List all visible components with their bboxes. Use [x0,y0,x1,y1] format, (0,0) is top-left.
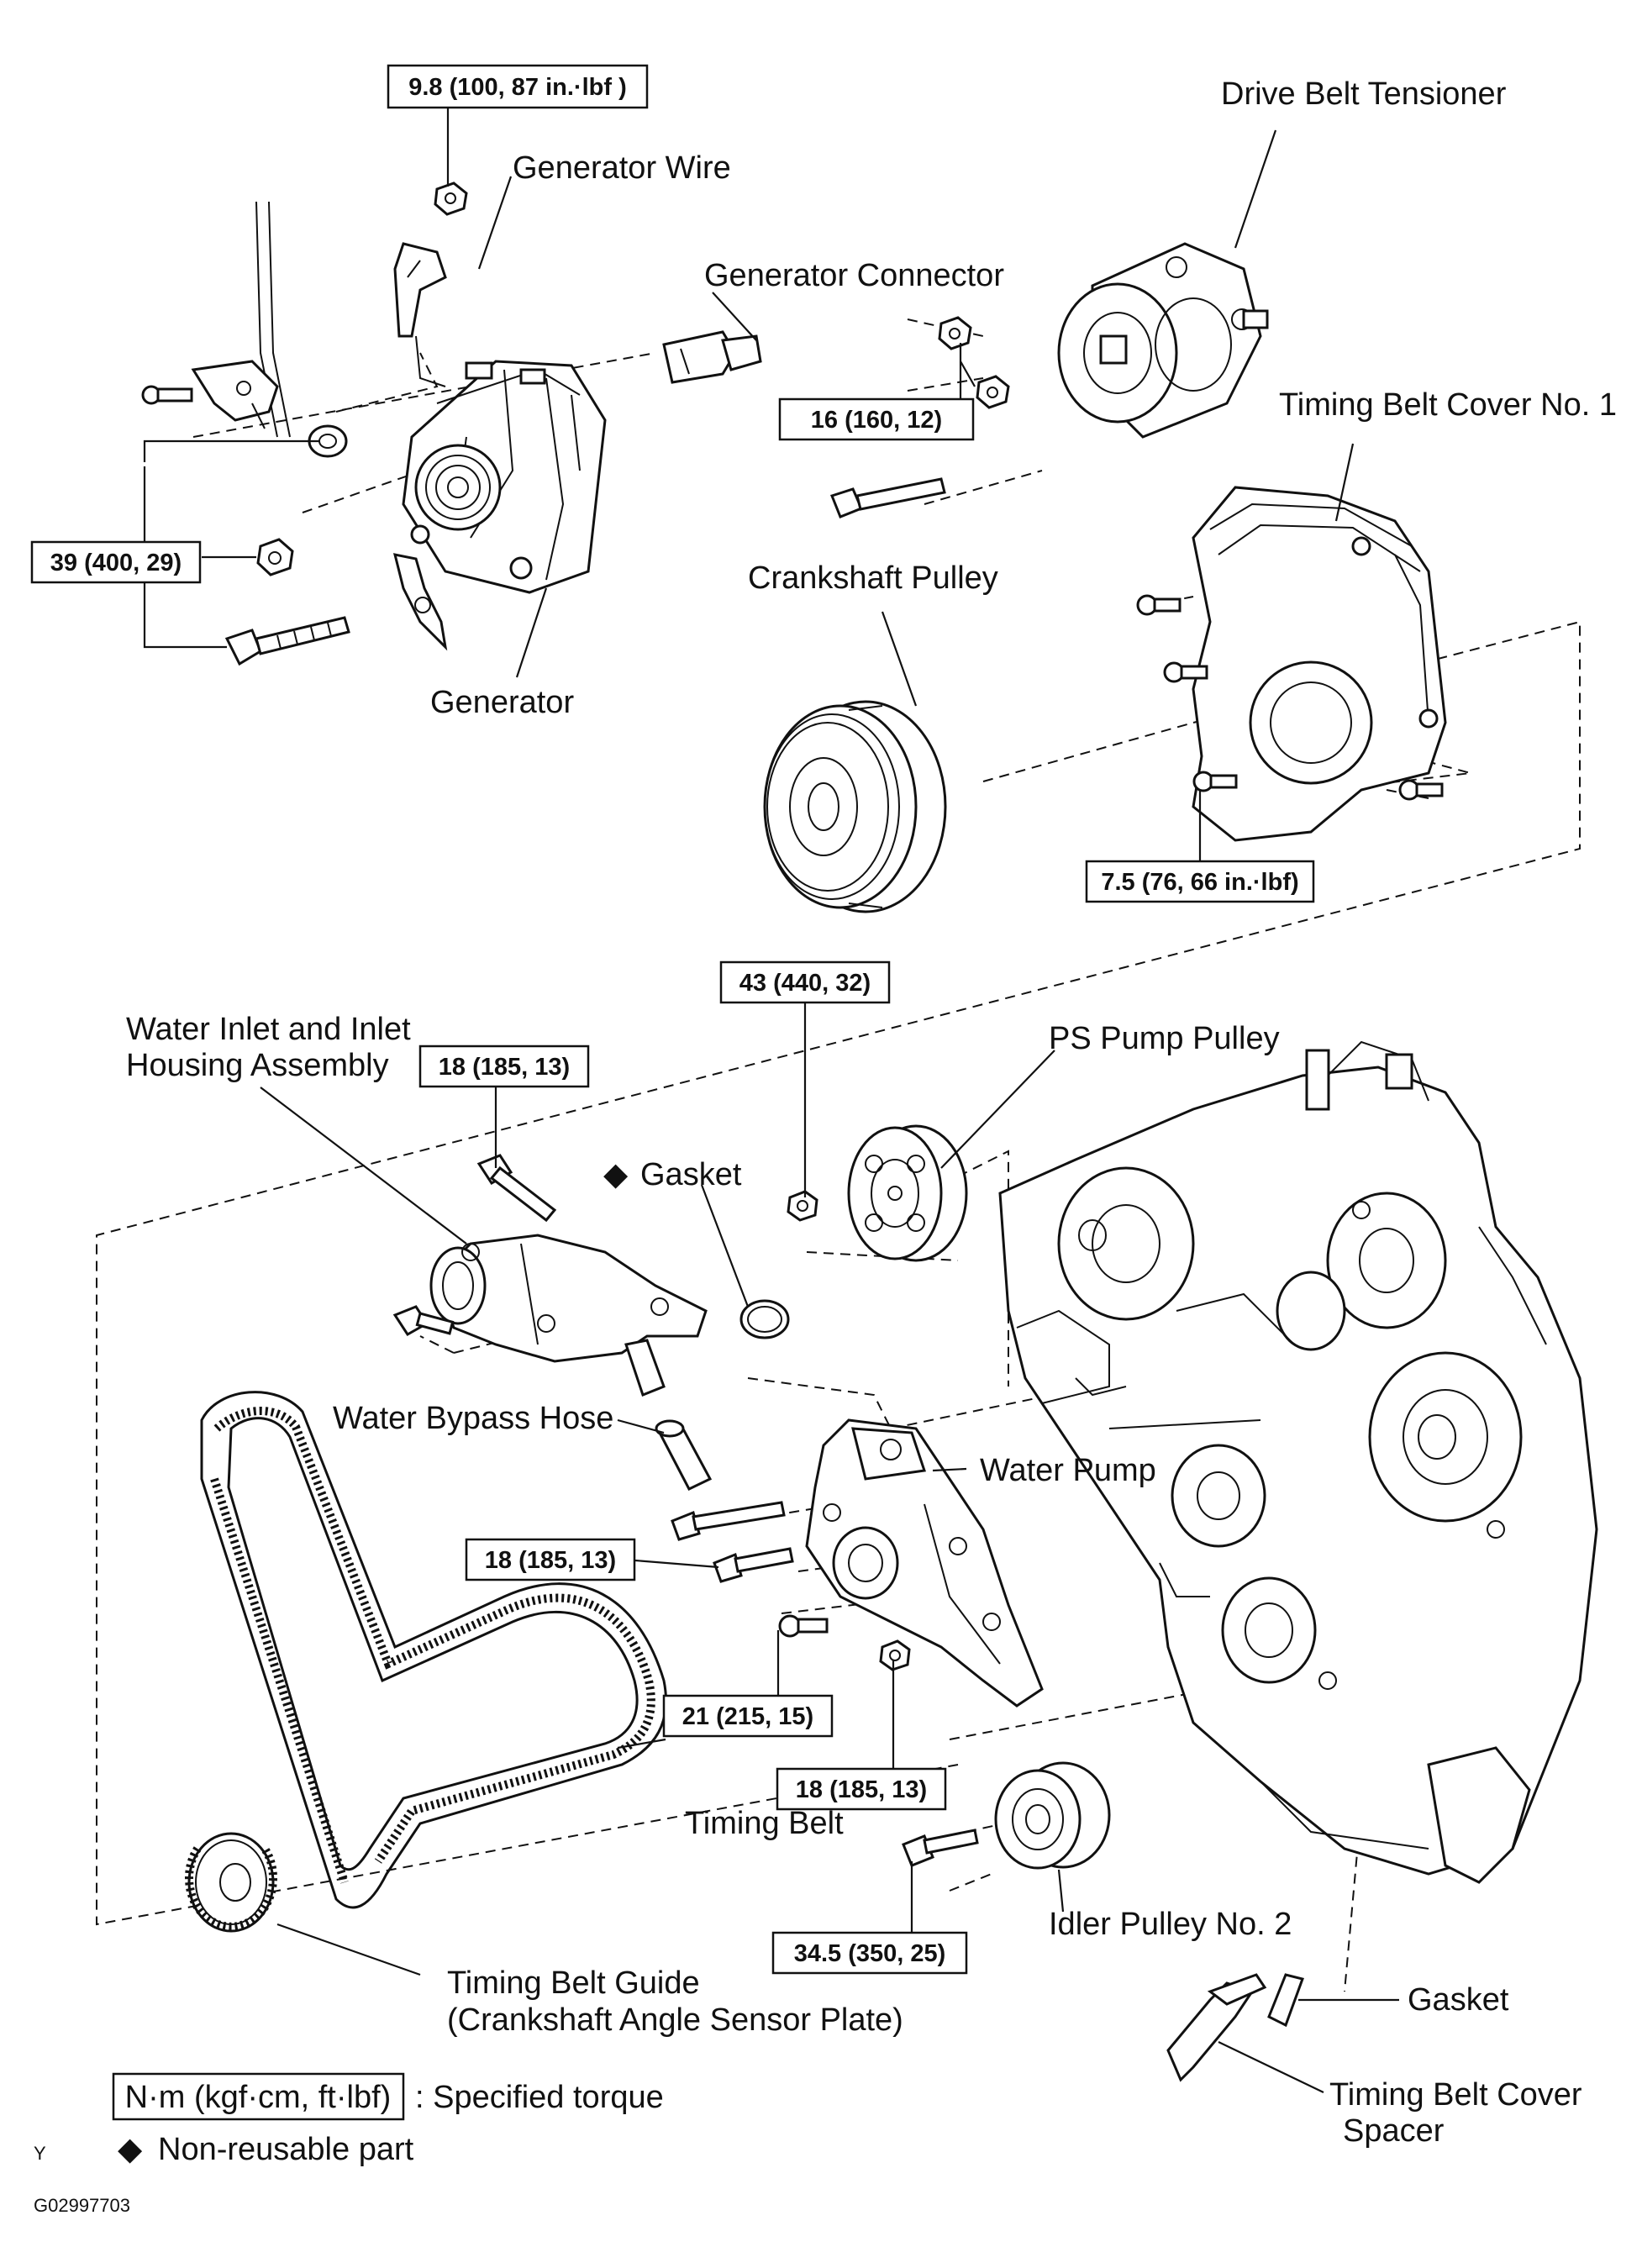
gasket-strip-bottom [1267,1973,1304,2028]
torque-value: 9.8 (100, 87 in.·lbf ) [408,74,626,101]
generator-bracket-bolt-small [141,385,193,405]
label-gasket-top-symbol: ◆ [603,1157,629,1192]
figure-code: G02997703 [34,2195,130,2216]
water-pump-part [805,1418,1044,1708]
label-generator-connector: Generator Connector [704,258,1004,293]
timing-belt-guide-part [185,1832,277,1933]
water-bypass-hose-part [655,1419,713,1491]
label-gasket-bottom: Gasket [1408,1982,1509,2018]
cover-bolt-right [1398,779,1444,801]
water-inlet-housing-part [429,1234,708,1397]
generator-mount-bolt [224,616,350,666]
label-drive-belt-tensioner: Drive Belt Tensioner [1221,76,1507,112]
label-timing-belt-cover-no1: Timing Belt Cover No. 1 [1279,387,1617,423]
torque-value: 18 (185, 13) [485,1547,616,1574]
label-cover-spacer-line2: Spacer [1343,2113,1445,2149]
timing-belt-cover-no1-part [1192,486,1447,842]
tensioner-nut-upper [938,316,972,350]
idler-pulley-part [994,1761,1111,1870]
torque-value: 7.5 (76, 66 in.·lbf) [1101,869,1298,896]
torque-box-tensioner-bolts: 16 (160, 12) [778,397,975,441]
cover-bolt-upper [1136,594,1182,616]
cover-bolt-lower [1192,771,1238,792]
torque-box-idler-bolt: 34.5 (350, 25) [771,1931,968,1975]
torque-value: 18 (185, 13) [796,1776,927,1803]
tensioner-long-bolt [830,477,946,518]
generator-body [402,360,607,594]
label-water-pump: Water Pump [980,1453,1156,1488]
label-cover-spacer-line1: Timing Belt Cover [1329,2077,1582,2113]
generator-mount-nut [256,538,294,576]
crankshaft-pulley-part [763,700,947,913]
water-pump-stud-upper [671,1501,786,1541]
generator-adjusting-bracket [392,553,448,651]
label-timing-belt-guide-line2: (Crankshaft Angle Sensor Plate) [447,2002,903,2038]
torque-value: 34.5 (350, 25) [794,1940,946,1967]
engine-block [998,1040,1598,1884]
legend: N·m (kgf·cm, ft·lbf) : Specified torque … [112,2072,664,2167]
ps-pulley-nut [787,1190,818,1222]
label-water-inlet-line1: Water Inlet and Inlet [126,1012,411,1047]
label-water-bypass-hose: Water Bypass Hose [333,1401,613,1436]
torque-box-inlet-housing-bolt: 18 (185, 13) [418,1045,590,1088]
legend-nonreusable-text: Non-reusable part [158,2132,414,2167]
legend-torque-text: : Specified torque [415,2080,664,2115]
ps-pump-pulley-part [847,1124,968,1262]
torque-box-water-pump-nut: 18 (185, 13) [776,1767,947,1811]
tensioner-nut-lower [976,375,1010,409]
label-gasket-top: Gasket [640,1157,742,1192]
idler-bolt [902,1829,979,1867]
cover-bolt-middle [1163,661,1208,683]
tensioner-pulley [1057,282,1232,424]
water-pump-nut [879,1639,911,1671]
torque-value: 39 (400, 29) [50,550,182,576]
torque-box-cover-bolts: 7.5 (76, 66 in.·lbf) [1085,860,1315,903]
label-idler-pulley-no2: Idler Pulley No. 2 [1049,1907,1292,1942]
inlet-housing-bolt-top [476,1154,557,1223]
torque-box-ps-pulley-nut: 43 (440, 32) [719,960,891,1004]
corner-letter: Y [34,2143,46,2164]
label-ps-pump-pulley: PS Pump Pulley [1049,1021,1280,1056]
timing-belt-cover-spacer-part [1166,1973,1267,2082]
label-water-inlet-line2: Housing Assembly [126,1048,389,1083]
leader-lines [143,108,1399,2093]
torque-box-generator-mount: 39 (400, 29) [30,540,202,584]
label-generator: Generator [430,685,574,720]
generator-wire-nut [434,182,468,216]
torque-box-water-pump-bolt: 21 (215, 15) [662,1694,834,1738]
generator-wire-terminal [393,242,447,387]
torque-value: 21 (215, 15) [682,1703,813,1730]
legend-torque-unit: N·m (kgf·cm, ft·lbf) [125,2080,392,2115]
torque-value: 16 (160, 12) [811,407,942,434]
label-crankshaft-pulley: Crankshaft Pulley [748,560,998,596]
torque-value: 18 (185, 13) [439,1054,570,1081]
torque-box-generator-wire-nut: 9.8 (100, 87 in.·lbf ) [387,64,649,109]
torque-value: 43 (440, 32) [739,970,871,997]
water-pump-stud-lower [713,1547,794,1583]
label-timing-belt: Timing Belt [685,1806,844,1841]
generator-wire-cable [191,201,291,438]
inlet-housing-bolt-side [392,1305,455,1336]
label-generator-wire: Generator Wire [513,150,731,186]
water-pump-bolt [778,1614,829,1638]
generator-connector [662,330,762,384]
gasket-ring-top [739,1299,790,1339]
timing-belt-part [200,1391,668,1909]
legend-nonreusable-symbol: ◆ [118,2132,143,2167]
label-timing-belt-guide-line1: Timing Belt Guide [447,1965,700,2001]
torque-box-water-pump-studs: 18 (185, 13) [465,1538,636,1581]
